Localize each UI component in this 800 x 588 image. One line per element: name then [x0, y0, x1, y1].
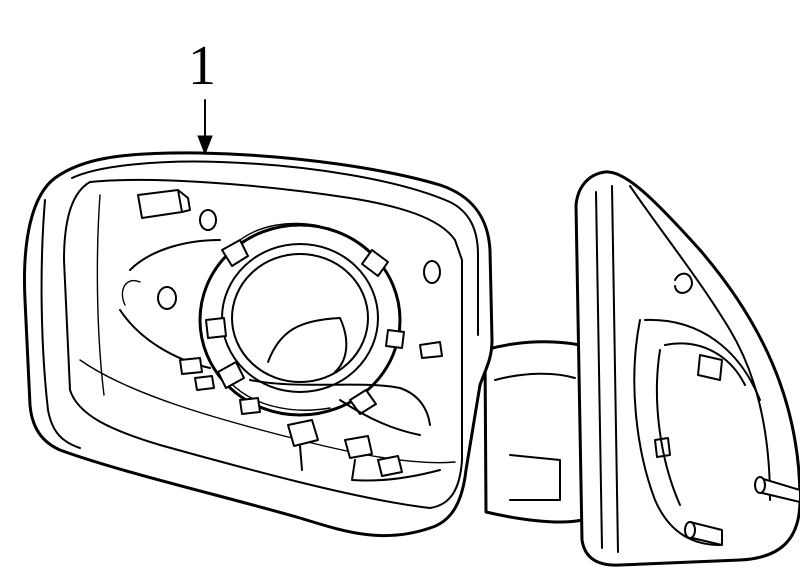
mirror-arm — [483, 340, 584, 524]
callout-arrow — [197, 99, 213, 156]
glass-backing-plate — [63, 178, 463, 509]
mounting-base — [574, 170, 800, 567]
callout-number: 1 — [188, 35, 216, 97]
actuator-ring — [119, 222, 443, 482]
